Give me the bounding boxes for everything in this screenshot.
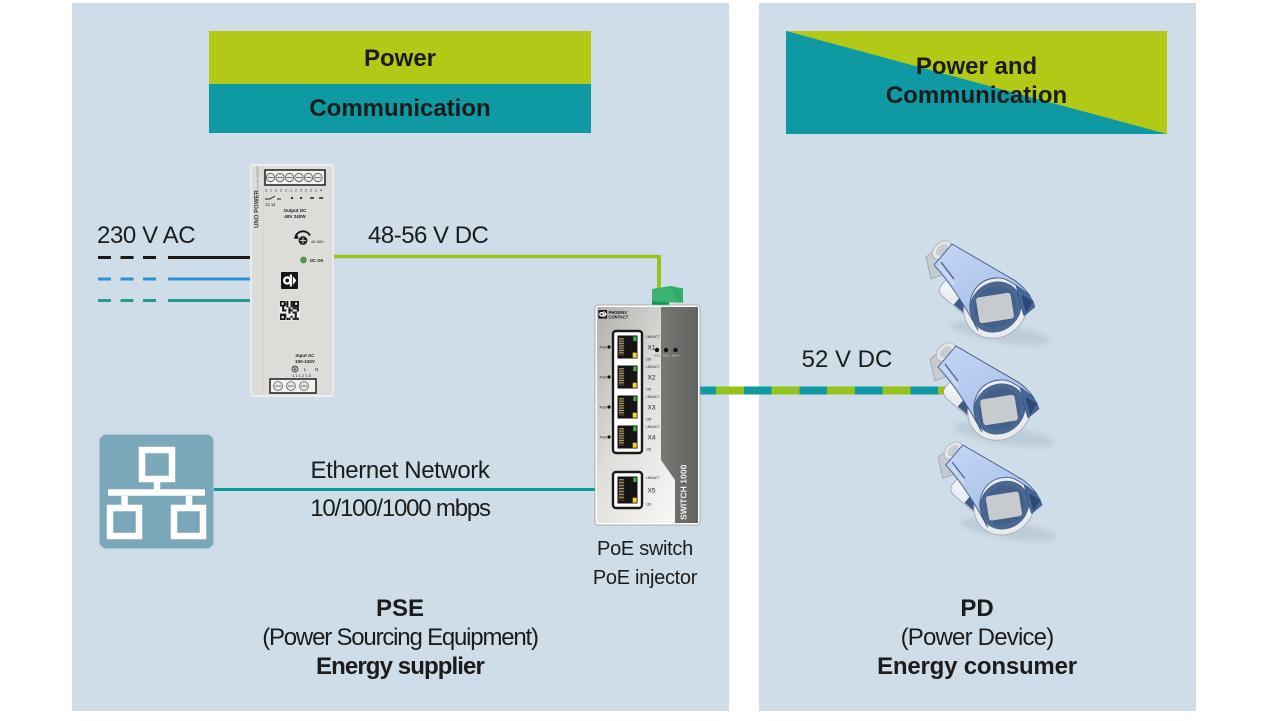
svg-text:PHOENIX: PHOENIX	[609, 310, 628, 315]
svg-text:UNO POWER: UNO POWER	[255, 190, 261, 228]
svg-text:CONTACT: CONTACT	[609, 314, 629, 319]
svg-text:PoE: PoE	[600, 435, 608, 440]
svg-text:100-240V: 100-240V	[295, 359, 316, 364]
svg-text:LNK/ACT: LNK/ACT	[646, 395, 660, 399]
svg-text:N: N	[315, 367, 318, 372]
svg-text:Ord.-No.2903155: Ord.-No.2903155	[256, 166, 260, 190]
svg-text:3.1 3.2 2.1 2.2 2.3 2.4: 3.1 3.2 2.1 2.2 2.3 2.4	[265, 189, 323, 193]
svg-text:LNK/ACT: LNK/ACT	[646, 365, 660, 369]
svg-text:48V 240W: 48V 240W	[284, 214, 306, 219]
svg-text:Alarm: Alarm	[672, 354, 680, 358]
svg-text:PoE: PoE	[600, 405, 608, 410]
svg-text:LNK/ACT: LNK/ACT	[646, 476, 660, 480]
svg-text:X3: X3	[648, 405, 656, 412]
svg-text:1.1 1.2 1.3: 1.1 1.2 1.3	[292, 373, 312, 378]
svg-text:100: 100	[646, 388, 652, 392]
svg-text:42-56V: 42-56V	[311, 239, 324, 244]
svg-text:PoE: PoE	[600, 375, 608, 380]
svg-text:X5: X5	[648, 488, 656, 495]
svg-text:100: 100	[646, 503, 652, 507]
svg-text:US2: US2	[663, 354, 669, 358]
svg-text:Output DC: Output DC	[284, 208, 308, 213]
svg-text:X1: X1	[648, 345, 656, 352]
svg-text:DC OK: DC OK	[310, 258, 324, 263]
svg-text:L: L	[304, 367, 307, 372]
svg-text:13 14: 13 14	[265, 202, 276, 207]
svg-text:100: 100	[646, 448, 652, 452]
svg-text:Input AC: Input AC	[296, 353, 316, 358]
svg-text:X4: X4	[648, 435, 656, 442]
svg-text:SWITCH 1000: SWITCH 1000	[679, 464, 689, 520]
svg-text:US1: US1	[654, 354, 660, 358]
svg-text:LNK/ACT: LNK/ACT	[646, 425, 660, 429]
svg-text:LNK/ACT: LNK/ACT	[646, 335, 660, 339]
svg-text:100: 100	[646, 418, 652, 422]
svg-text:X2: X2	[648, 375, 656, 382]
svg-text:100: 100	[646, 358, 652, 362]
svg-text:PoE: PoE	[600, 345, 608, 350]
